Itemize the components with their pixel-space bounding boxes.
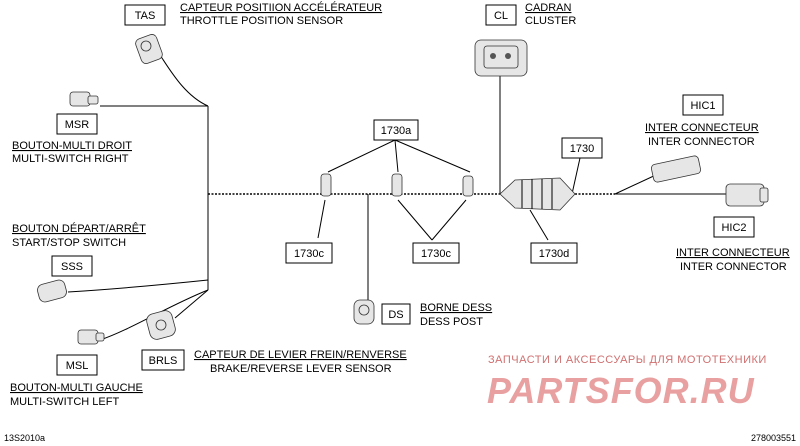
part-1730c-right: 1730c [412,242,460,264]
msl-connector-icon [77,329,105,345]
connector-hic2: HIC2 INTER CONNECTEUR INTER CONNECTOR [676,216,790,273]
cl-label-en: CLUSTER [525,15,576,27]
leader-1730a [327,139,471,173]
tas-code: TAS [135,10,156,22]
part-1730c-right-label: 1730c [421,248,451,260]
sss-label-fr: BOUTON DÉPART/ARRÊT [12,222,146,235]
tas-label-en: THROTTLE POSITION SENSOR [180,15,343,27]
hic2-label-en: INTER CONNECTOR [680,261,787,273]
watermark-logo: PARTSFOR.RU [487,370,755,411]
msr-label-fr: BOUTON-MULTI DROIT [12,140,132,152]
brls-branch [174,289,209,319]
part-1730d-label: 1730d [539,248,570,260]
components [37,34,769,345]
part-1730c-left-label: 1730c [294,248,324,260]
brls-label-en: BRAKE/REVERSE LEVER SENSOR [210,363,392,375]
drawing-code-right: 278003551 [751,433,796,443]
connector-hic1: HIC1 INTER CONNECTEUR INTER CONNECTOR [645,94,759,148]
watermark: ЗАПЧАСТИ И АКСЕССУАРЫ ДЛЯ МОТОТЕХНИКИ PA… [487,354,767,411]
connector-msr: MSR BOUTON-MULTI DROIT MULTI-SWITCH RIGH… [12,113,132,165]
connector-msl: MSL BOUTON-MULTI GAUCHE MULTI-SWITCH LEF… [10,354,143,408]
leader-1730d [529,209,549,241]
boot-1730d-icon [499,177,576,211]
part-1730-label: 1730 [570,143,594,155]
msl-label-fr: BOUTON-MULTI GAUCHE [10,382,143,394]
throttle-sensor-icon [135,34,163,64]
hic1-connector-icon [650,155,702,183]
connector-1730a-icons [320,173,474,197]
connector-cl: CL CADRAN CLUSTER [485,2,576,27]
part-1730d: 1730d [530,242,578,264]
part-1730: 1730 [561,137,603,159]
msr-connector-icon [69,91,99,107]
msl-code: MSL [66,360,89,372]
ds-label-fr: BORNE DESS [420,302,492,314]
drawing-code-left: 13S2010a [4,433,45,443]
dess-post-icon [353,299,375,325]
hic1-label-fr: INTER CONNECTEUR [645,122,759,134]
connector-brls: BRLS CAPTEUR DE LEVIER FREIN/RENVERSE BR… [141,349,407,375]
brake-lever-sensor-icon [146,310,176,340]
part-1730a: 1730a [373,119,419,141]
leader-1730 [571,157,581,195]
connector-sss: SSS BOUTON DÉPART/ARRÊT START/STOP SWITC… [12,222,146,277]
hic1-code: HIC1 [690,100,715,112]
hic2-connector-icon [725,183,769,207]
part-1730a-label: 1730a [381,125,412,137]
tas-label-fr: CAPTEUR POSITIION ACCÉLÉRATEUR [180,1,382,14]
ds-code: DS [388,309,403,321]
watermark-tagline: ЗАПЧАСТИ И АКСЕССУАРЫ ДЛЯ МОТОТЕХНИКИ [488,354,767,366]
sss-branch [67,279,209,293]
sss-label-en: START/STOP SWITCH [12,237,126,249]
leader-1730c-right [397,199,467,241]
brls-code: BRLS [149,355,178,367]
hic2-label-fr: INTER CONNECTEUR [676,247,790,259]
part-1730c-left: 1730c [285,242,333,264]
connector-tas: TAS CAPTEUR POSITIION ACCÉLÉRATEUR THROT… [124,1,382,27]
msr-label-en: MULTI-SWITCH RIGHT [12,153,129,165]
start-stop-switch-icon [37,279,67,303]
sss-code: SSS [61,261,83,273]
harness-wires [67,54,728,341]
msr-code: MSR [65,119,90,131]
cluster-icon [474,39,528,77]
connector-ds: DS BORNE DESS DESS POST [381,302,492,328]
cl-code: CL [494,10,508,22]
msl-label-en: MULTI-SWITCH LEFT [10,396,119,408]
brls-label-fr: CAPTEUR DE LEVIER FREIN/RENVERSE [194,349,407,361]
tas-branch [159,54,209,107]
cl-label-fr: CADRAN [525,2,572,14]
ds-label-en: DESS POST [420,316,483,328]
leader-1730c-left [317,199,326,239]
hic2-code: HIC2 [721,222,746,234]
hic1-branch [614,173,659,195]
hic1-label-en: INTER CONNECTOR [648,136,755,148]
